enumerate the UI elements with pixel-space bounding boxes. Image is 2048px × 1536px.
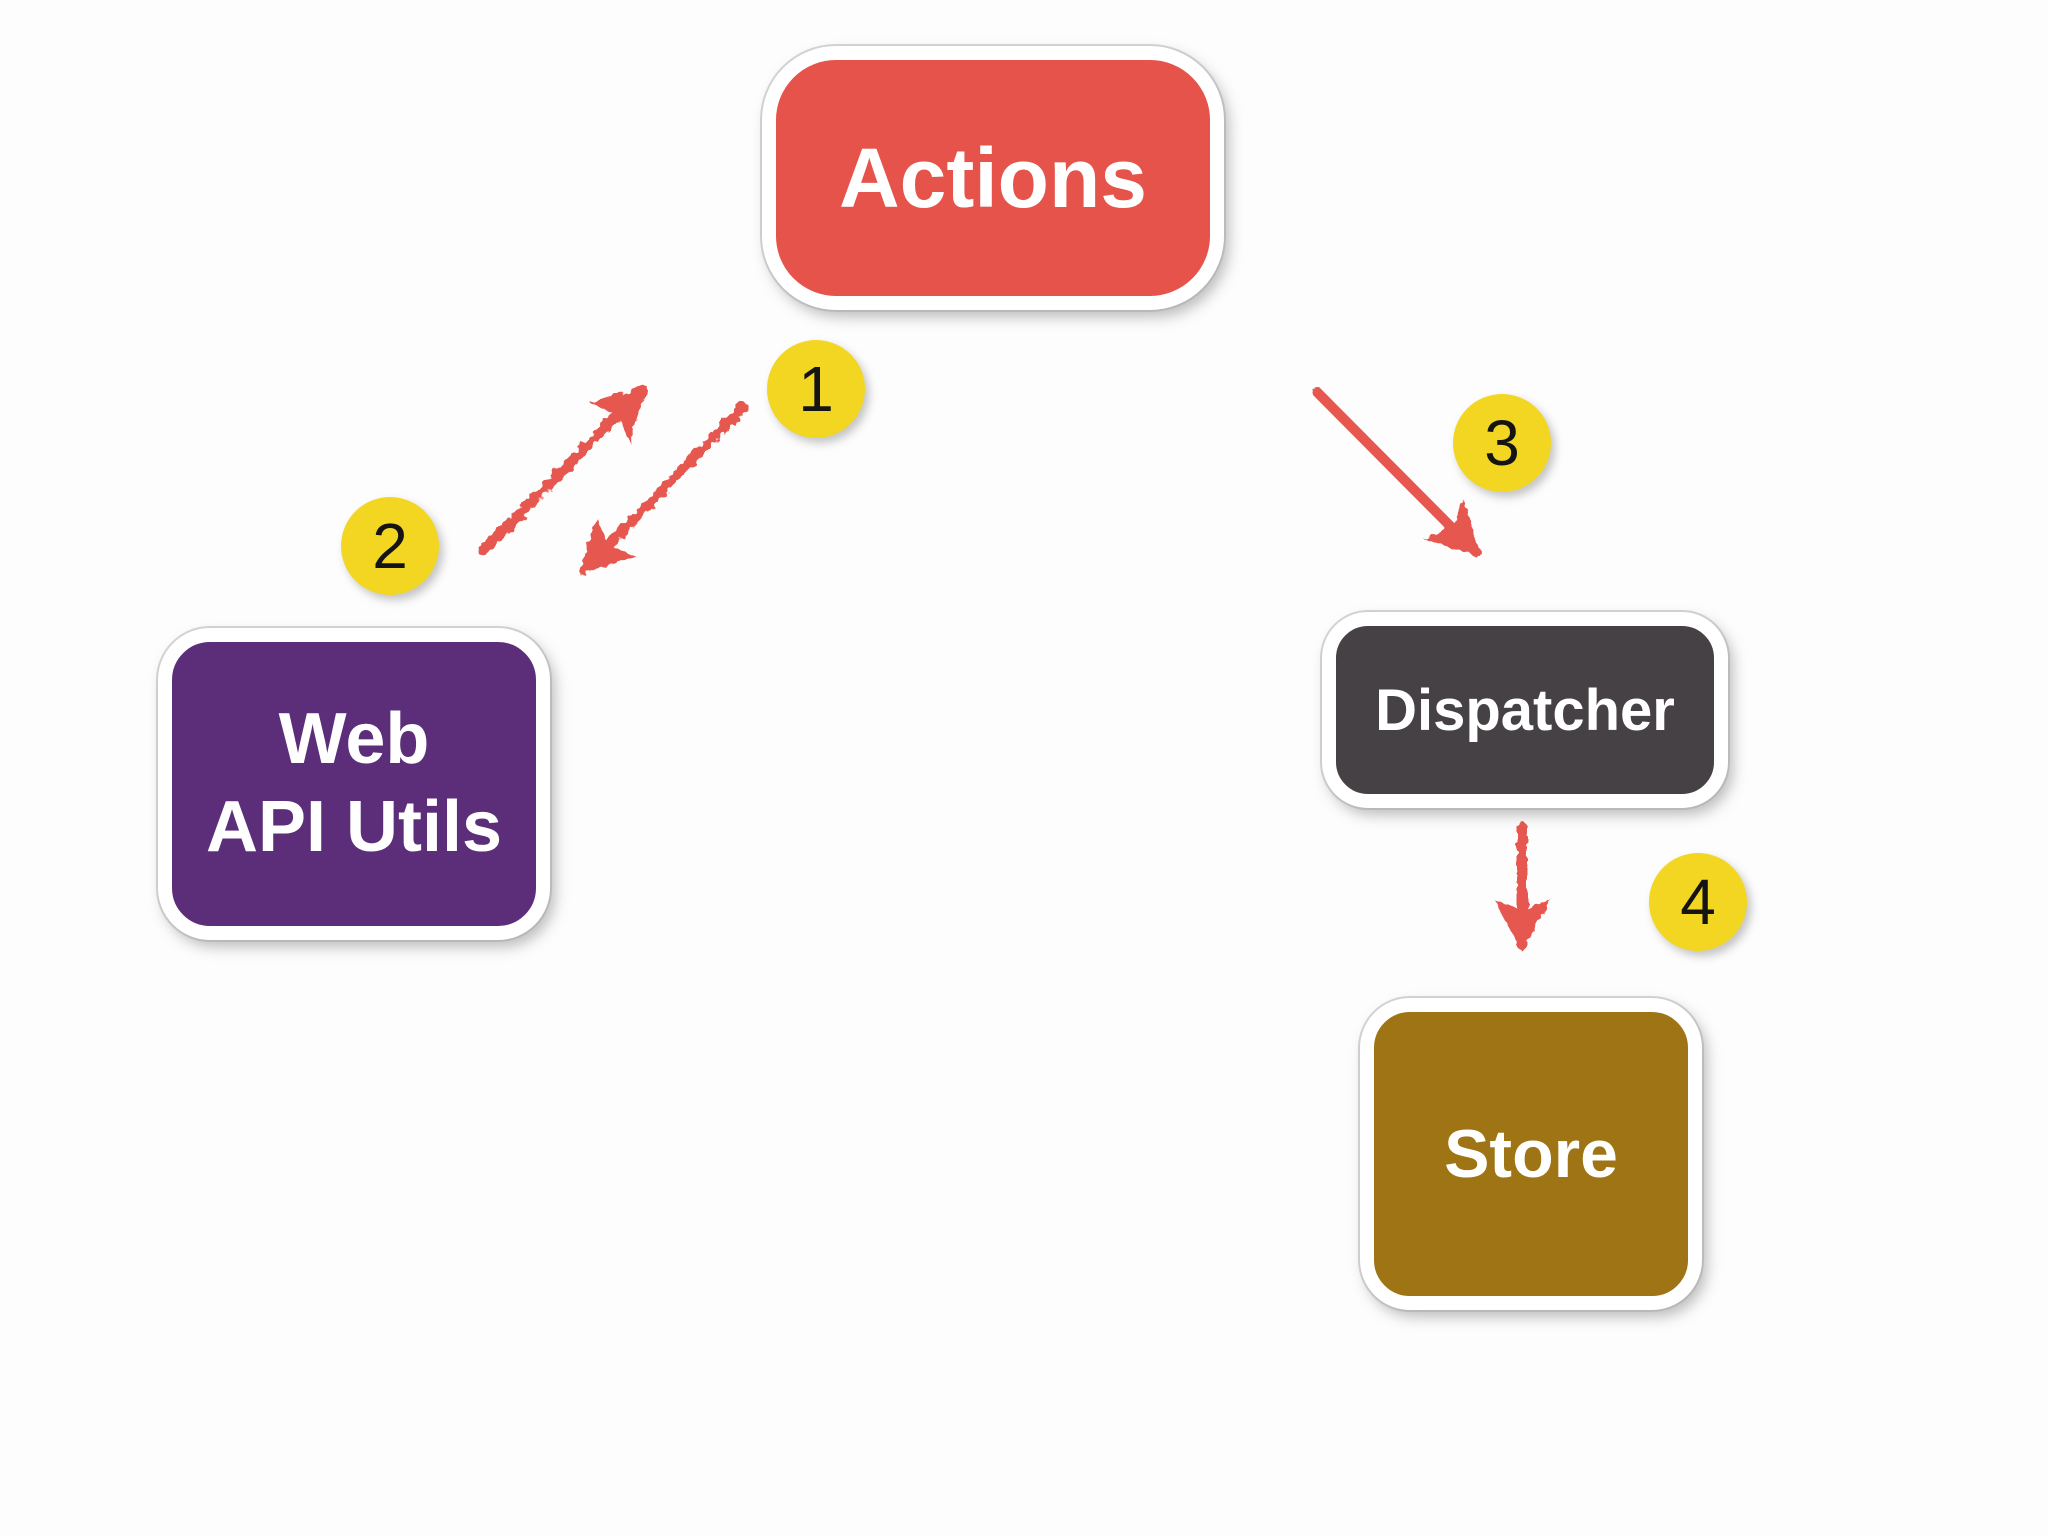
badge-step-4-label: 4 [1680, 866, 1716, 938]
badge-step-2-label: 2 [372, 510, 408, 582]
node-dispatcher-label: Dispatcher [1375, 677, 1675, 743]
badge-step-3-label: 3 [1484, 407, 1520, 479]
node-store: Store [1360, 998, 1702, 1310]
badge-step-1: 1 [767, 340, 865, 438]
badge-step-2: 2 [341, 497, 439, 595]
badge-step-4: 4 [1649, 853, 1747, 951]
node-dispatcher: Dispatcher [1322, 612, 1728, 808]
node-web-api-utils-line2: API Utils [205, 787, 503, 867]
node-web-api-utils-label: Web API Utils [206, 696, 502, 872]
node-store-label: Store [1444, 1116, 1618, 1192]
badge-step-3: 3 [1453, 394, 1551, 492]
arrow-actions-to-dispatcher [1312, 387, 1481, 557]
node-web-api-utils-line1: Web [278, 699, 430, 780]
node-actions-label: Actions [838, 130, 1148, 225]
badge-step-1-label: 1 [798, 353, 834, 425]
node-actions: Actions [762, 46, 1224, 310]
arrow-actions-to-web-api-utils [579, 402, 748, 575]
arrow-web-api-utils-to-actions [478, 385, 647, 556]
node-web-api-utils: Web API Utils [158, 628, 550, 940]
